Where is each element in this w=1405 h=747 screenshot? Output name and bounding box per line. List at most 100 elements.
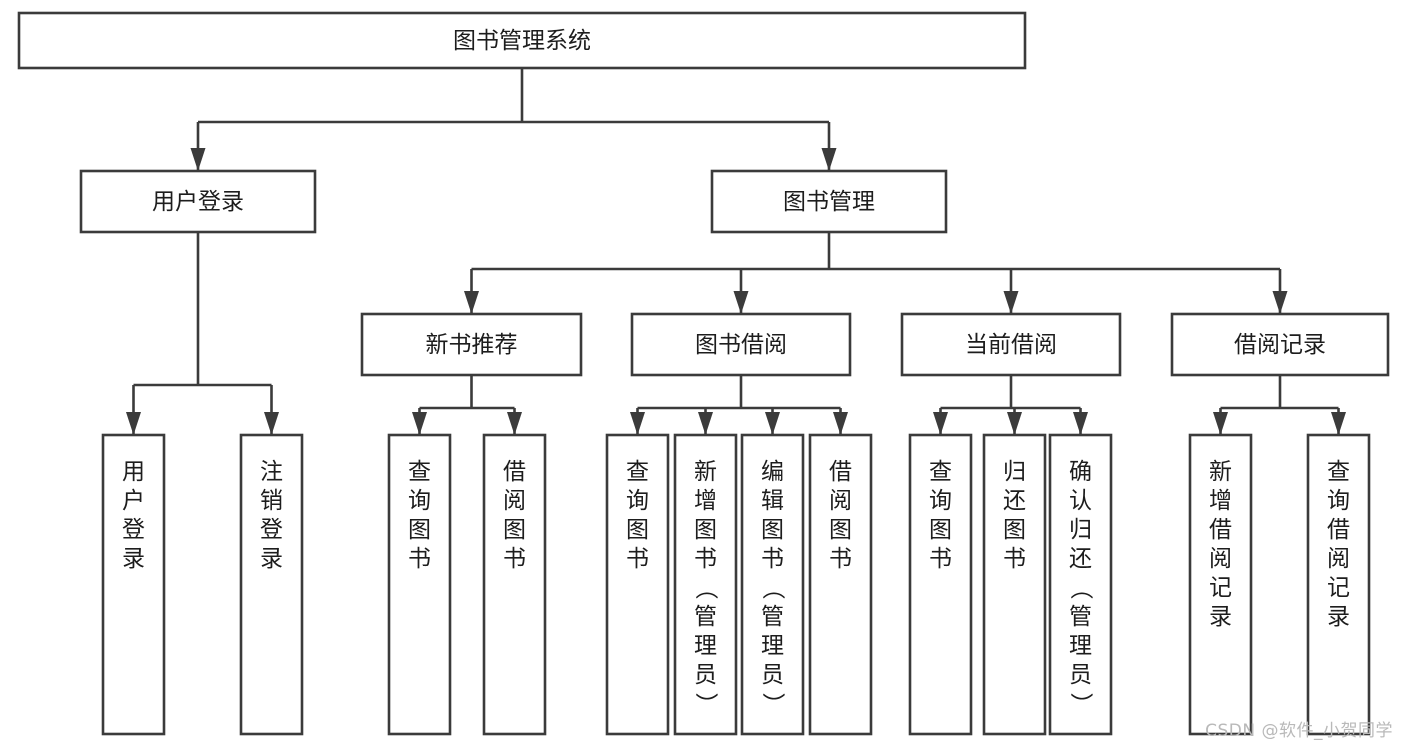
node-box-leaf-bb-add-book <box>673 433 738 736</box>
node-box-book-manage <box>710 169 948 234</box>
node-book-manage[interactable]: 图书管理 <box>710 169 948 234</box>
node-label-leaf-cb-confirm-return-char-0: 确 <box>1069 459 1092 485</box>
arrow-head-icon <box>1073 412 1088 435</box>
node-label-leaf-cb-query-book-char-0: 查 <box>929 459 952 485</box>
edges-layer <box>126 68 1346 435</box>
node-leaf-br-add-record[interactable]: 新增借阅记录新增借阅记录 <box>1188 433 1253 736</box>
arrow-head-icon <box>1213 412 1228 435</box>
node-label-leaf-cb-confirm-return-char-7: 员 <box>1069 662 1092 688</box>
node-label-leaf-bb-edit-book-char-5: 管 <box>761 604 784 630</box>
node-label-leaf-bb-edit-book-char-6: 理 <box>761 633 784 659</box>
nodes-layer: 用户登录图书管理新书推荐图书借阅当前借阅借阅记录用户登录用户登录注销登录注销登录… <box>17 11 1390 736</box>
node-label-leaf-cb-return-book-char-1: 还 <box>1003 488 1026 514</box>
node-label-leaf-br-add-record-char-1: 增 <box>1209 488 1232 514</box>
node-leaf-user-logout[interactable]: 注销登录注销登录 <box>239 433 304 736</box>
node-box-leaf-cb-confirm-return <box>1048 433 1113 736</box>
node-box-current-borrow <box>900 312 1122 377</box>
node-label-leaf-user-logout-char-3: 录 <box>260 546 283 572</box>
node-box-leaf-bb-edit-book <box>740 433 805 736</box>
node-label-leaf-user-logout-char-2: 登 <box>260 517 283 543</box>
arrow-head-icon <box>412 412 427 435</box>
arrow-head-icon <box>821 148 837 171</box>
node-leaf-cb-return-book[interactable]: 归还图书归还图书 <box>982 433 1047 736</box>
node-label-leaf-user-logout-char-0: 注 <box>260 459 283 485</box>
arrow-head-icon <box>698 412 713 435</box>
node-box-leaf-br-query-record <box>1306 433 1371 736</box>
node-label-leaf-user-logout-char-1: 销 <box>260 488 283 514</box>
node-label-leaf-user-login-char-1: 户 <box>122 488 145 514</box>
arrow-head-icon <box>833 412 848 435</box>
node-label-leaf-bb-edit-book-char-3: 书 <box>761 546 784 572</box>
node-leaf-bb-query-book[interactable]: 查询图书查询图书 <box>605 433 670 736</box>
node-label-leaf-cb-confirm-return-char-5: 管 <box>1069 604 1092 630</box>
node-label-leaf-br-add-record-char-4: 记 <box>1209 575 1232 601</box>
node-label-leaf-bb-edit-book-char-7: 员 <box>761 662 784 688</box>
node-label-leaf-bb-borrow-book-char-2: 图 <box>829 517 852 543</box>
arrow-head-icon <box>507 412 522 435</box>
node-label-leaf-rec-query-book-char-3: 书 <box>408 546 431 572</box>
node-label-leaf-rec-borrow-book-char-1: 阅 <box>503 488 526 514</box>
node-label-leaf-rec-borrow-book-char-2: 图 <box>503 517 526 543</box>
connector-user-login <box>126 232 279 435</box>
node-label-leaf-bb-edit-book-char-1: 辑 <box>761 488 784 514</box>
node-box-leaf-bb-borrow-book <box>808 433 873 736</box>
node-box-leaf-user-logout <box>239 433 304 736</box>
node-label-leaf-user-login-char-0: 用 <box>122 459 145 485</box>
node-leaf-bb-borrow-book[interactable]: 借阅图书借阅图书 <box>808 433 873 736</box>
node-leaf-rec-query-book[interactable]: 查询图书查询图书 <box>387 433 452 736</box>
node-box-leaf-rec-query-book <box>387 433 452 736</box>
node-label-leaf-cb-return-book-char-2: 图 <box>1003 517 1026 543</box>
node-label-leaf-cb-confirm-return-char-6: 理 <box>1069 633 1092 659</box>
arrow-head-icon <box>933 412 948 435</box>
node-label-new-book-rec: 新书推荐 <box>426 332 518 358</box>
node-label-leaf-br-query-record-char-4: 记 <box>1327 575 1350 601</box>
node-label-leaf-bb-add-book-char-6: 理 <box>694 633 717 659</box>
node-label-leaf-br-query-record-char-5: 录 <box>1327 604 1350 630</box>
csdn-watermark: CSDN @软件_小贺同学 <box>1205 721 1393 741</box>
node-label-leaf-user-login-char-2: 登 <box>122 517 145 543</box>
arrow-head-icon <box>733 291 749 314</box>
node-leaf-cb-query-book[interactable]: 查询图书查询图书 <box>908 433 973 736</box>
node-label-leaf-rec-query-book-char-2: 图 <box>408 517 431 543</box>
node-label-leaf-cb-confirm-return-char-3: 还 <box>1069 546 1092 572</box>
node-root[interactable]: 图书管理系统 <box>17 11 1027 70</box>
node-label-leaf-user-login-char-3: 录 <box>122 546 145 572</box>
node-label-leaf-bb-edit-book-char-2: 图 <box>761 517 784 543</box>
arrow-head-icon <box>630 412 645 435</box>
node-user-login[interactable]: 用户登录 <box>79 169 317 234</box>
node-label-leaf-bb-query-book-char-0: 查 <box>626 459 649 485</box>
node-label-leaf-bb-add-book-char-0: 新 <box>694 459 717 485</box>
node-label-leaf-bb-add-book-char-4: （ <box>693 577 719 600</box>
node-box-leaf-br-add-record <box>1188 433 1253 736</box>
node-label-leaf-bb-add-book-char-2: 图 <box>694 517 717 543</box>
connector-new-book-rec <box>412 375 522 435</box>
node-label-leaf-br-add-record-char-5: 录 <box>1209 604 1232 630</box>
node-label-leaf-bb-query-book-char-2: 图 <box>626 517 649 543</box>
node-label-leaf-bb-query-book-char-3: 书 <box>626 546 649 572</box>
node-new-book-rec[interactable]: 新书推荐 <box>360 312 583 377</box>
node-leaf-user-login[interactable]: 用户登录用户登录 <box>101 433 166 736</box>
node-label-leaf-bb-borrow-book-char-0: 借 <box>829 459 852 485</box>
connector-book-borrow <box>630 375 848 435</box>
node-label-leaf-cb-confirm-return-char-1: 认 <box>1069 488 1092 514</box>
node-label-leaf-cb-query-book-char-3: 书 <box>929 546 952 572</box>
node-label-leaf-br-add-record-char-2: 借 <box>1209 517 1232 543</box>
node-box-leaf-bb-query-book <box>605 433 670 736</box>
node-leaf-rec-borrow-book[interactable]: 借阅图书借阅图书 <box>482 433 547 736</box>
node-book-borrow[interactable]: 图书借阅 <box>630 312 852 377</box>
connector-root <box>190 68 837 171</box>
node-label-leaf-bb-add-book-char-1: 增 <box>694 488 717 514</box>
node-label-book-borrow: 图书借阅 <box>695 332 787 358</box>
node-label-leaf-br-add-record-char-0: 新 <box>1209 459 1232 485</box>
node-label-leaf-bb-add-book-char-5: 管 <box>694 604 717 630</box>
node-box-leaf-cb-query-book <box>908 433 973 736</box>
node-borrow-record[interactable]: 借阅记录 <box>1170 312 1390 377</box>
node-label-leaf-cb-confirm-return-char-4: （ <box>1068 577 1094 600</box>
node-current-borrow[interactable]: 当前借阅 <box>900 312 1122 377</box>
node-leaf-br-query-record[interactable]: 查询借阅记录查询借阅记录 <box>1306 433 1371 736</box>
